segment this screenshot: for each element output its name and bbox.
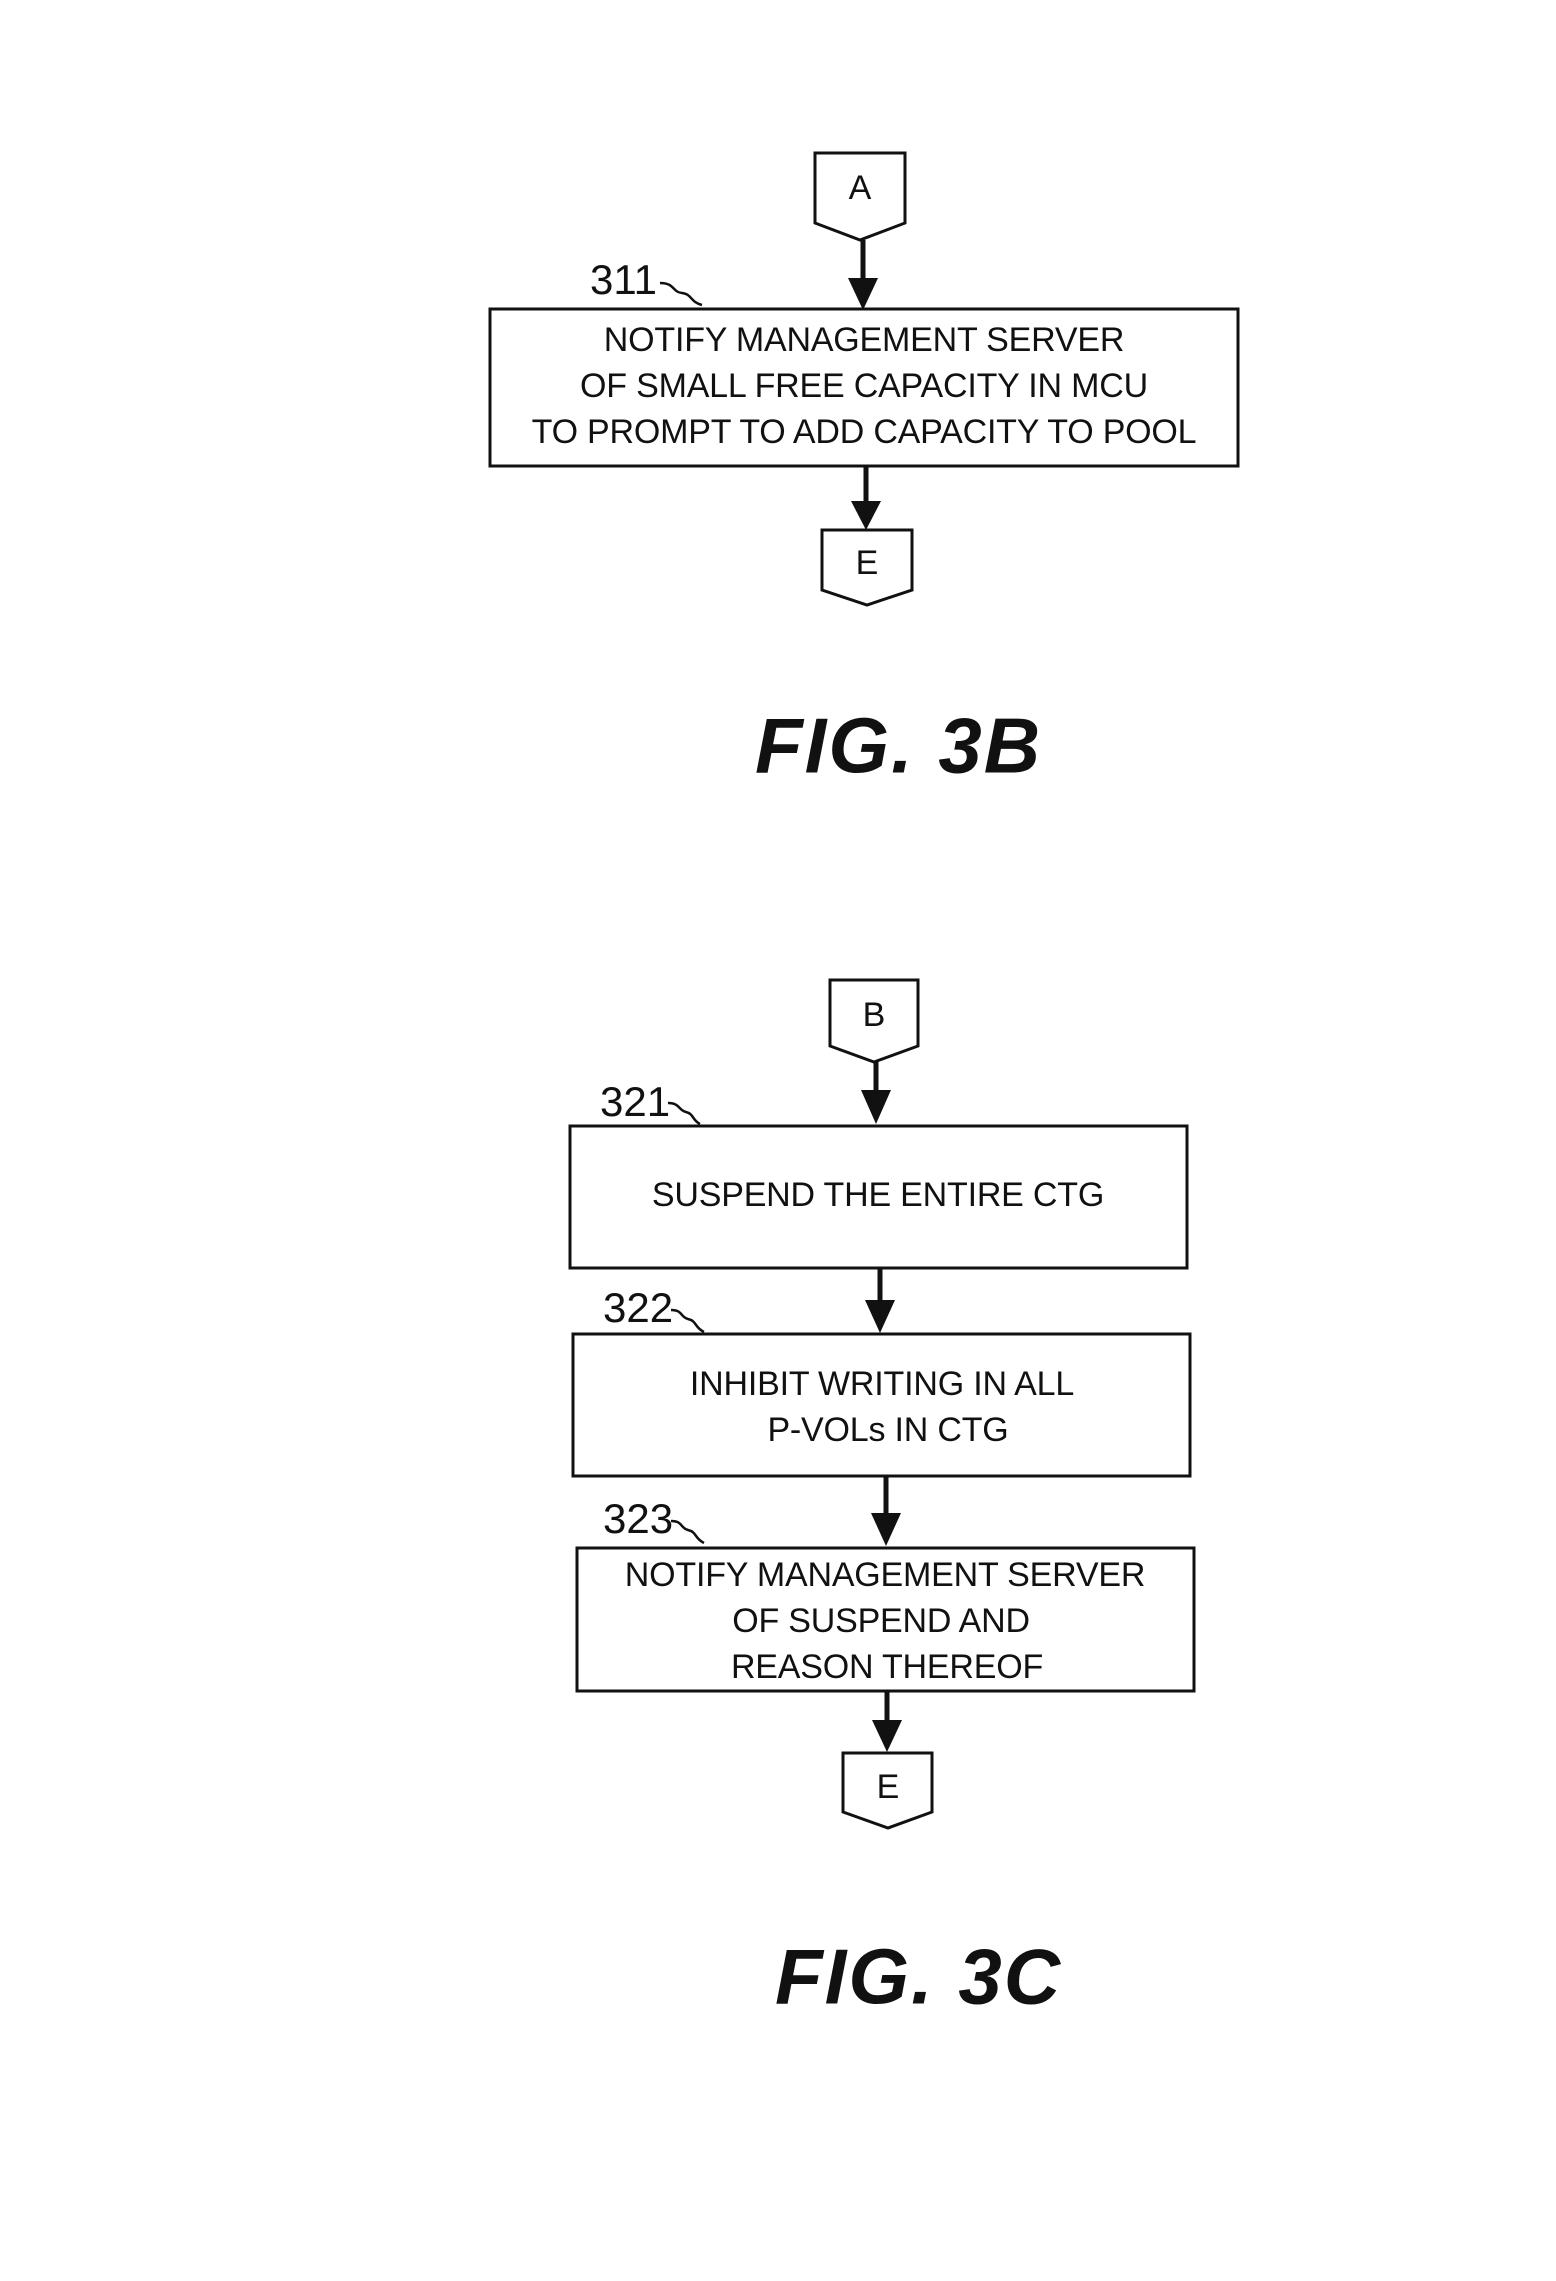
ref-321-leader [667, 1101, 701, 1126]
connector-e-3b-label: E [856, 544, 879, 582]
step-311-box: NOTIFY MANAGEMENT SERVER OF SMALL FREE C… [488, 307, 1240, 468]
step-321-line-1: SUSPEND THE ENTIRE CTG [652, 1176, 1104, 1214]
ref-323: 323 [603, 1495, 673, 1542]
step-322-box: INHIBIT WRITING IN ALL P-VOLs IN CTG [571, 1332, 1192, 1478]
ref-323-leader [670, 1519, 705, 1545]
step-321-box: SUSPEND THE ENTIRE CTG [568, 1124, 1189, 1270]
arrow-a-to-311 [848, 240, 878, 310]
ref-322: 322 [603, 1284, 673, 1331]
ref-311: 311 [590, 256, 657, 303]
ref-322-leader [670, 1308, 705, 1334]
connector-b-label: B [863, 996, 886, 1034]
arrow-323-to-e [872, 1691, 902, 1752]
step-323-line-1: NOTIFY MANAGEMENT SERVER [625, 1556, 1145, 1594]
step-323-box: NOTIFY MANAGEMENT SERVER OF SUSPEND AND … [575, 1546, 1196, 1693]
step-311-line-1: NOTIFY MANAGEMENT SERVER [604, 321, 1124, 359]
step-322-line-2: P-VOLs IN CTG [767, 1411, 1008, 1449]
connector-e-3c-label: E [877, 1768, 900, 1806]
arrow-321-to-322 [865, 1268, 895, 1333]
arrow-b-to-321 [861, 1062, 891, 1124]
connector-e-3b: E [820, 528, 914, 607]
figure-3c: B 321 SUSPEND THE ENTIRE CTG 322 INHIBIT… [568, 978, 1196, 2021]
figure-3b: A 311 NOTIFY MANAGEMENT SERVER OF SMALL … [488, 151, 1240, 790]
connector-e-3c: E [841, 1751, 934, 1830]
ref-311-leader [659, 281, 703, 307]
arrow-311-to-e [851, 466, 881, 530]
figure-3b-title: FIG. 3B [755, 702, 1042, 790]
step-323-line-3: REASON THEREOF [731, 1648, 1043, 1686]
step-322-line-1: INHIBIT WRITING IN ALL [690, 1365, 1074, 1403]
step-311-line-2: OF SMALL FREE CAPACITY IN MCU [580, 367, 1148, 405]
ref-321: 321 [600, 1078, 670, 1125]
step-323-line-2: OF SUSPEND AND [732, 1602, 1030, 1640]
figure-3c-title: FIG. 3C [775, 1933, 1062, 2021]
connector-a: A [813, 151, 907, 242]
connector-a-label: A [849, 169, 872, 207]
connector-b: B [828, 978, 920, 1064]
arrow-322-to-323 [871, 1476, 901, 1546]
step-311-line-3: TO PROMPT TO ADD CAPACITY TO POOL [532, 413, 1197, 451]
